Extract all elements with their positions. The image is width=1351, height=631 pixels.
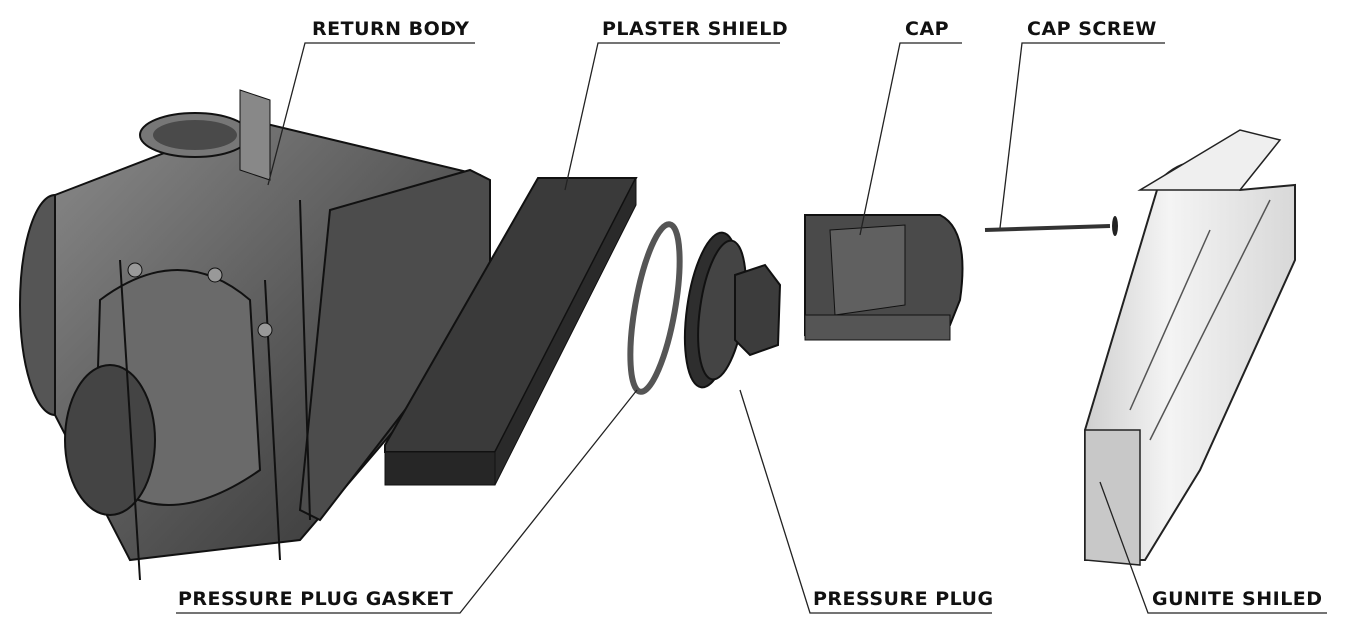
cap-screw-label: CAP SCREW — [1027, 18, 1157, 40]
plaster-shield-part — [384, 177, 638, 486]
pressure-plug-gasket-part — [627, 221, 683, 395]
gunite-shield-part — [1084, 129, 1296, 566]
pressure-plug-gasket-label: PRESSURE PLUG GASKET — [178, 588, 454, 610]
return-body-part — [19, 89, 491, 581]
leader-lines — [176, 42, 1327, 614]
plaster-shield-label: PLASTER SHIELD — [602, 18, 789, 40]
cap-screw-part — [984, 216, 1118, 236]
return-body-label: RETURN BODY — [312, 18, 470, 40]
cap-part — [804, 214, 964, 341]
gunite-shield-label: GUNITE SHILED — [1152, 588, 1323, 610]
pressure-plug-part — [683, 231, 782, 389]
pressure-plug-label: PRESSURE PLUG — [813, 588, 994, 610]
cap-label: CAP — [905, 18, 950, 40]
